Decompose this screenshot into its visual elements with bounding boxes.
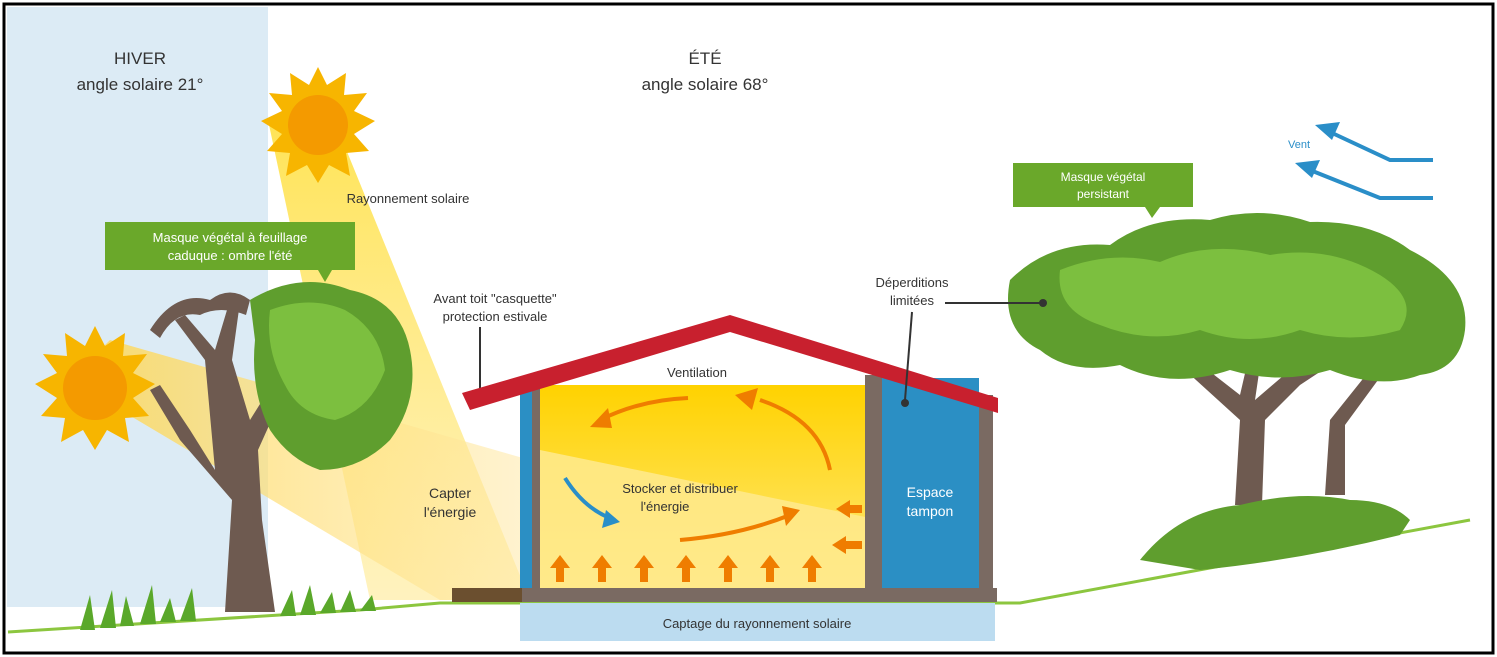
- distribution-arrowhead: [782, 506, 800, 526]
- east-wall: [979, 395, 993, 590]
- west-glazing: [520, 385, 532, 590]
- deciduous-tree: [150, 282, 413, 612]
- deciduous-mask-line1: Masque végétal à feuillage: [153, 230, 308, 245]
- wind-label: Vent: [1288, 139, 1310, 151]
- west-wall: [532, 385, 540, 590]
- summer-angle: angle solaire 68°: [642, 75, 769, 94]
- winter-sun-beam: [70, 340, 530, 600]
- ventilation-arrowhead-left: [590, 408, 612, 428]
- ventilation-arrowhead-right: [735, 388, 758, 410]
- distribution-arrow: [679, 513, 791, 542]
- wind-arrowhead-upper: [1315, 122, 1340, 140]
- grass: [80, 585, 376, 630]
- buffer-space: [882, 378, 979, 590]
- deciduous-mask-callout: Masque végétal à feuillage caduque : omb…: [105, 222, 355, 282]
- store-line2: l'énergie: [641, 499, 690, 514]
- ground-capture-label: Captage du rayonnement solaire: [663, 616, 852, 631]
- capture-line1: Capter: [429, 485, 471, 501]
- winter-sun-icon: [35, 326, 155, 450]
- rising-heat-arrows: [550, 555, 822, 582]
- heat-arrow-upper: [836, 500, 862, 518]
- capture-line2: l'énergie: [424, 504, 477, 520]
- deciduous-mask-line2: caduque : ombre l'été: [168, 248, 293, 263]
- floor-slab: [452, 588, 997, 602]
- summer-title: ÉTÉ: [688, 49, 721, 68]
- solar-radiation-label: Rayonnement solaire: [347, 191, 470, 206]
- storage-arrowhead-blue: [602, 510, 620, 528]
- persistent-pointer-dot: [1039, 299, 1047, 307]
- persistent-mask-line2: persistant: [1077, 187, 1130, 201]
- losses-line1: Déperditions: [876, 275, 949, 290]
- persistent-mask-line1: Masque végétal: [1061, 170, 1146, 184]
- winter-title: HIVER: [114, 49, 166, 68]
- heat-arrow-lower: [832, 536, 862, 554]
- sun-patch-interior: [540, 450, 880, 590]
- wind-arrows: [1309, 130, 1433, 200]
- losses-pointer: [904, 311, 913, 401]
- house: [452, 315, 998, 602]
- wind-arrowhead-lower: [1295, 160, 1320, 178]
- roof: [462, 315, 998, 413]
- overhang-line1: Avant toit "casquette": [433, 291, 557, 306]
- winter-angle: angle solaire 21°: [77, 75, 204, 94]
- floor-slab-edge: [452, 588, 522, 602]
- persistent-tree: [1008, 212, 1466, 570]
- losses-line2: limitées: [890, 293, 935, 308]
- overhang-line2: protection estivale: [443, 309, 548, 324]
- partition-wall: [865, 375, 882, 590]
- losses-pointer-dot: [901, 399, 909, 407]
- ventilation-label: Ventilation: [667, 365, 727, 380]
- ground-capture-band: [520, 603, 995, 641]
- store-line1: Stocker et distribuer: [622, 481, 738, 496]
- summer-sun-icon: [261, 67, 375, 183]
- buffer-line1: Espace: [907, 484, 954, 500]
- ground-line: [7, 518, 1471, 634]
- buffer-line2: tampon: [907, 503, 954, 519]
- persistent-mask-callout: Masque végétal persistant: [1013, 163, 1193, 218]
